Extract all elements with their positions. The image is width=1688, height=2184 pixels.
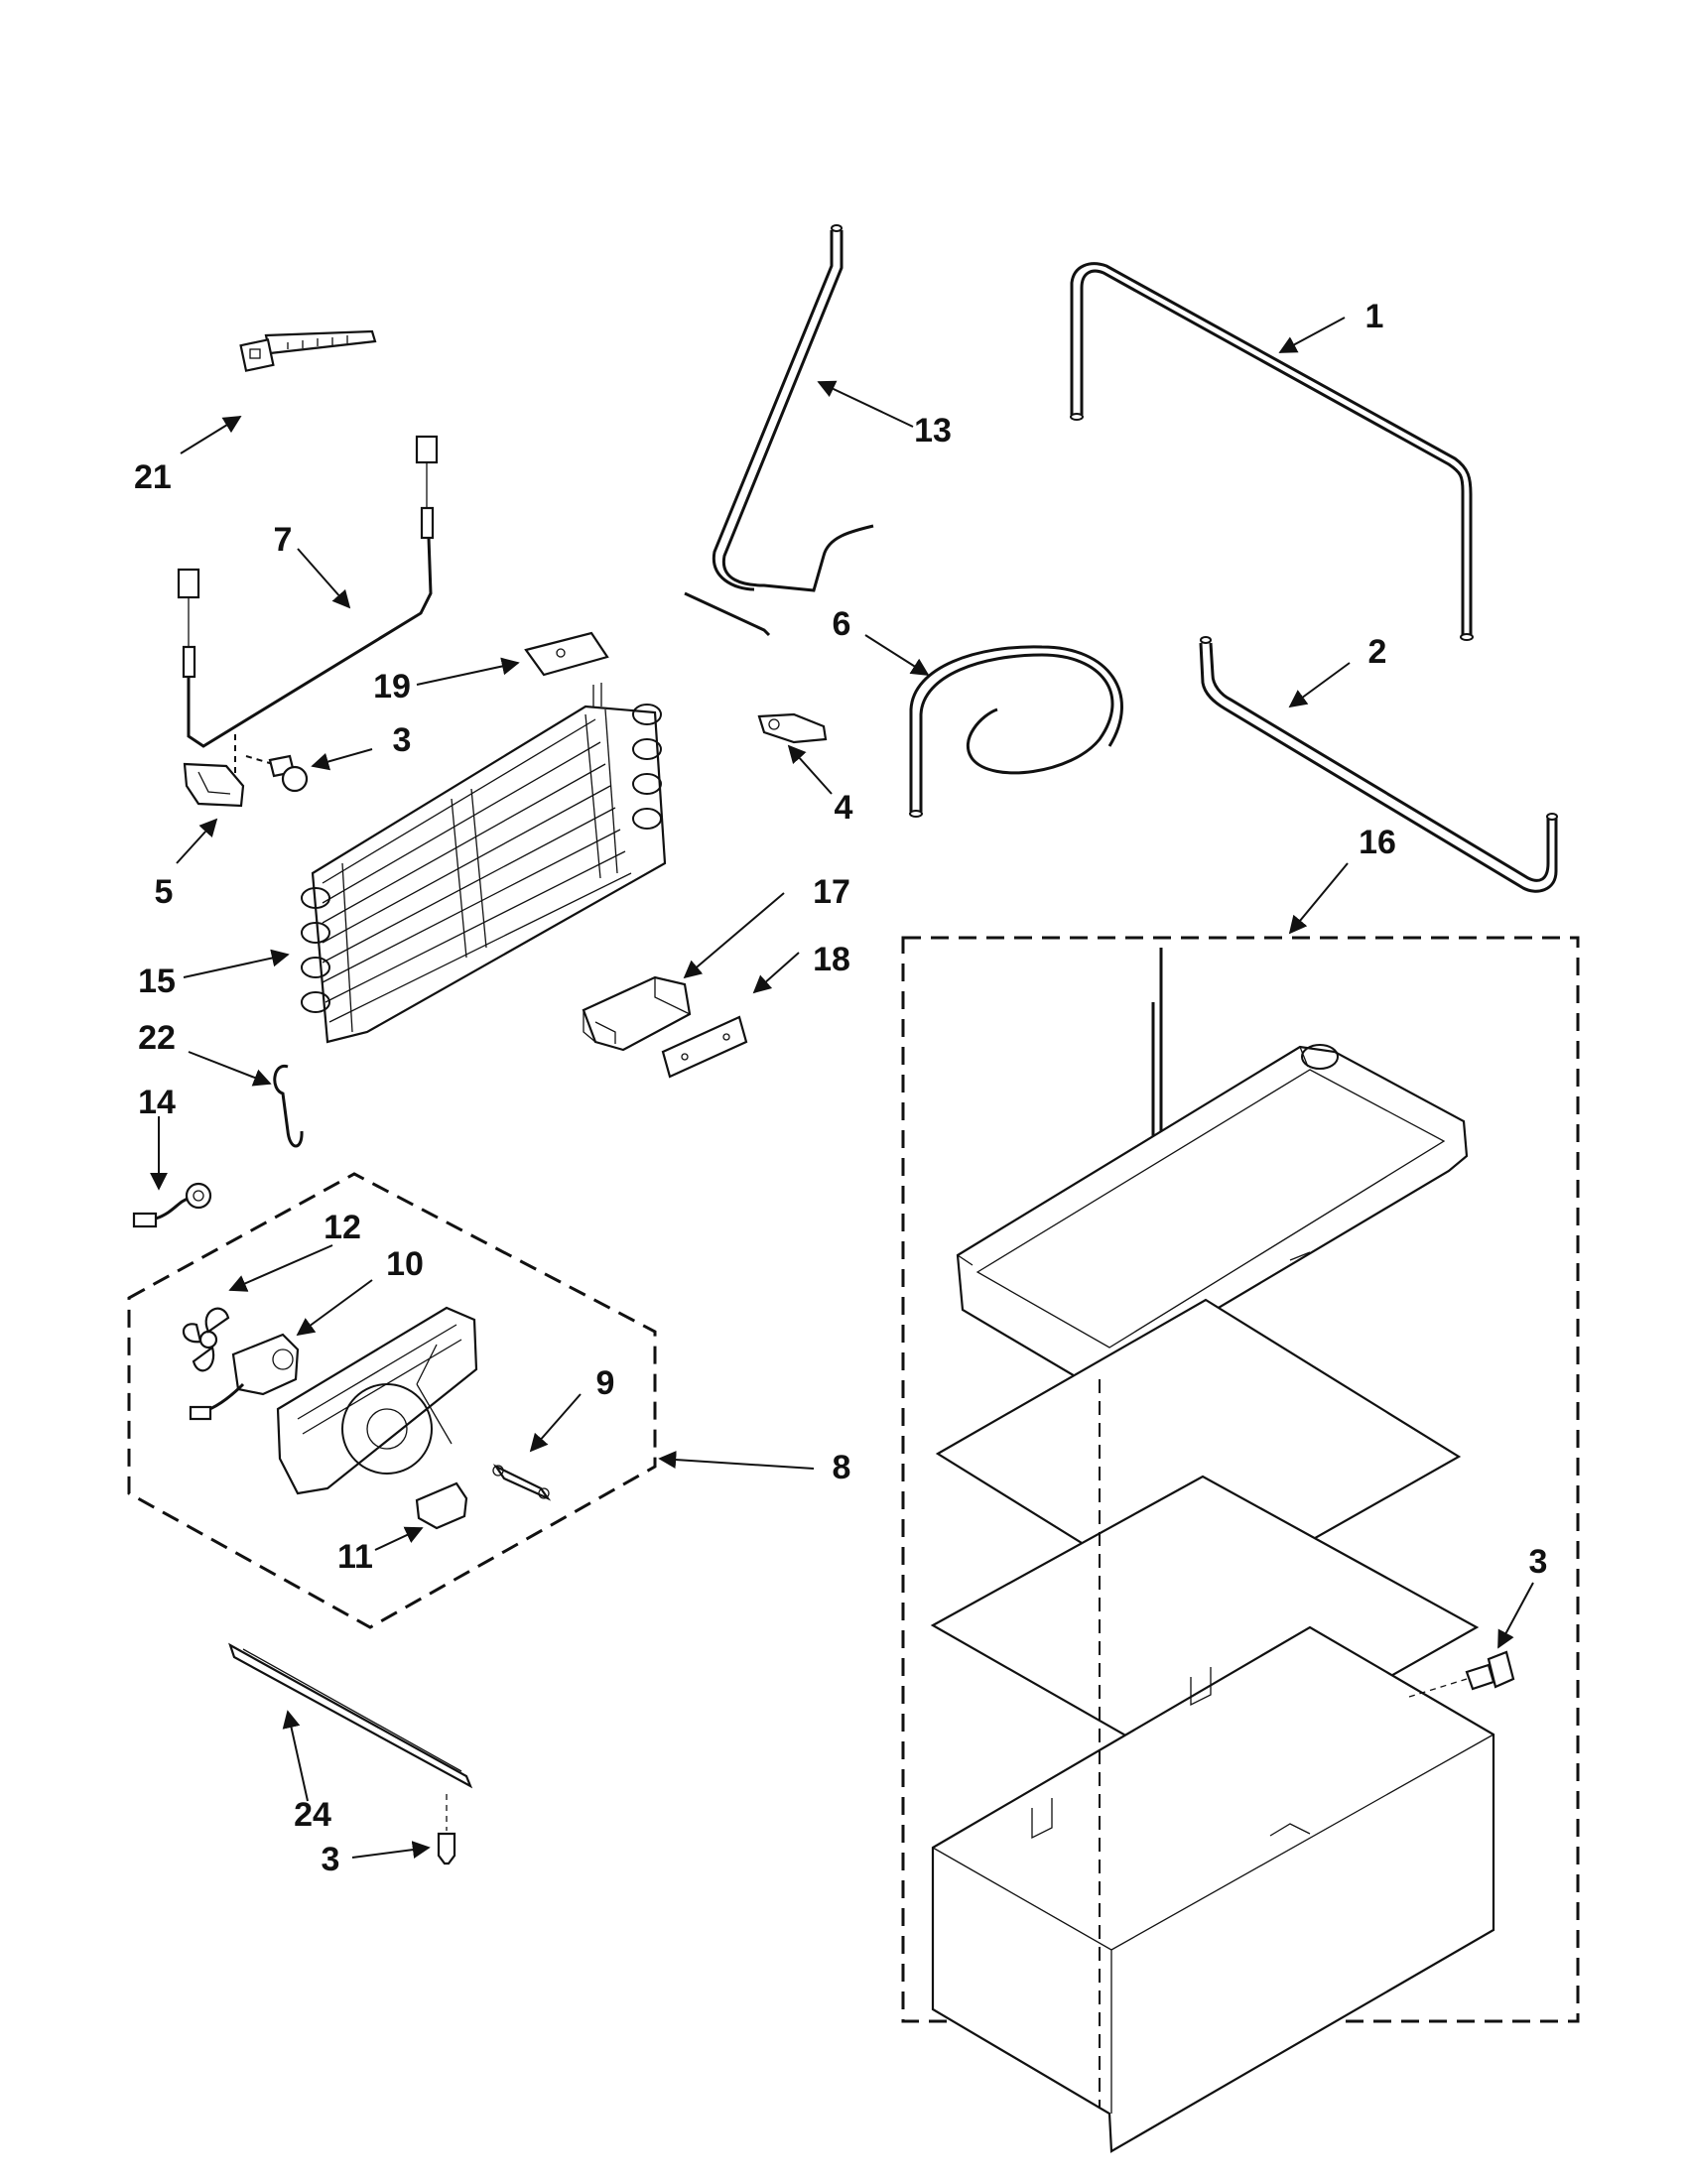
part-12-fan-blade (182, 1307, 230, 1372)
part-4-clip (757, 712, 828, 744)
callout-3b: 3 (1529, 1543, 1548, 1581)
callout-13: 13 (914, 412, 952, 450)
part-19-pad (524, 631, 609, 677)
part-10-fan-motor (189, 1333, 300, 1421)
part-17-bracket (582, 975, 692, 1052)
part-13-tube (684, 224, 874, 637)
part-14-sensor (132, 1182, 212, 1228)
part-21-cable-tie (239, 329, 377, 372)
part-2-tube (1199, 636, 1558, 893)
part-15-evaporator (301, 683, 667, 1044)
part-3-screw-a (268, 754, 309, 793)
callout-1: 1 (1365, 298, 1384, 335)
callout-3a: 3 (393, 721, 412, 759)
callout-8: 8 (833, 1449, 851, 1486)
callout-17: 17 (813, 873, 850, 911)
callout-12: 12 (324, 1209, 361, 1246)
drain-tube (1151, 948, 1163, 1161)
fan-housing (276, 1306, 478, 1495)
callout-4: 4 (835, 789, 853, 827)
upper-tray (956, 1044, 1469, 1379)
part-24-strip (228, 1642, 473, 1789)
callout-18: 18 (813, 941, 850, 978)
part-6-tube-coil (909, 645, 1123, 818)
part-3-screw-b (1408, 1650, 1515, 1698)
insulation-sheet-2 (930, 1475, 1480, 1783)
part-11-clip (415, 1481, 468, 1530)
callout-10: 10 (386, 1245, 424, 1283)
callout-11: 11 (337, 1538, 373, 1576)
lower-pan (931, 1625, 1495, 2153)
callout-5: 5 (155, 873, 174, 911)
part-22-hook (273, 1065, 304, 1148)
part-1-tube (1070, 262, 1474, 641)
part-8-fan-assembly-group (127, 1172, 657, 1629)
callout-3c: 3 (322, 1841, 340, 1878)
callout-14: 14 (138, 1084, 176, 1121)
callout-16: 16 (1359, 824, 1396, 861)
callout-19: 19 (373, 668, 411, 706)
part-9-link (492, 1464, 552, 1501)
part-7-wire-harness (177, 435, 439, 748)
callout-22: 22 (138, 1019, 176, 1057)
callout-6: 6 (833, 605, 851, 643)
callout-7: 7 (274, 521, 293, 559)
callout-21: 21 (134, 458, 172, 496)
part-3-screw-c (437, 1794, 456, 1865)
callout-15: 15 (138, 963, 176, 1000)
part-5-bracket (183, 734, 274, 808)
callout-24: 24 (294, 1796, 331, 1834)
part-18-plate (661, 1015, 748, 1079)
callout-2: 2 (1368, 633, 1387, 671)
callout-9: 9 (596, 1364, 615, 1402)
